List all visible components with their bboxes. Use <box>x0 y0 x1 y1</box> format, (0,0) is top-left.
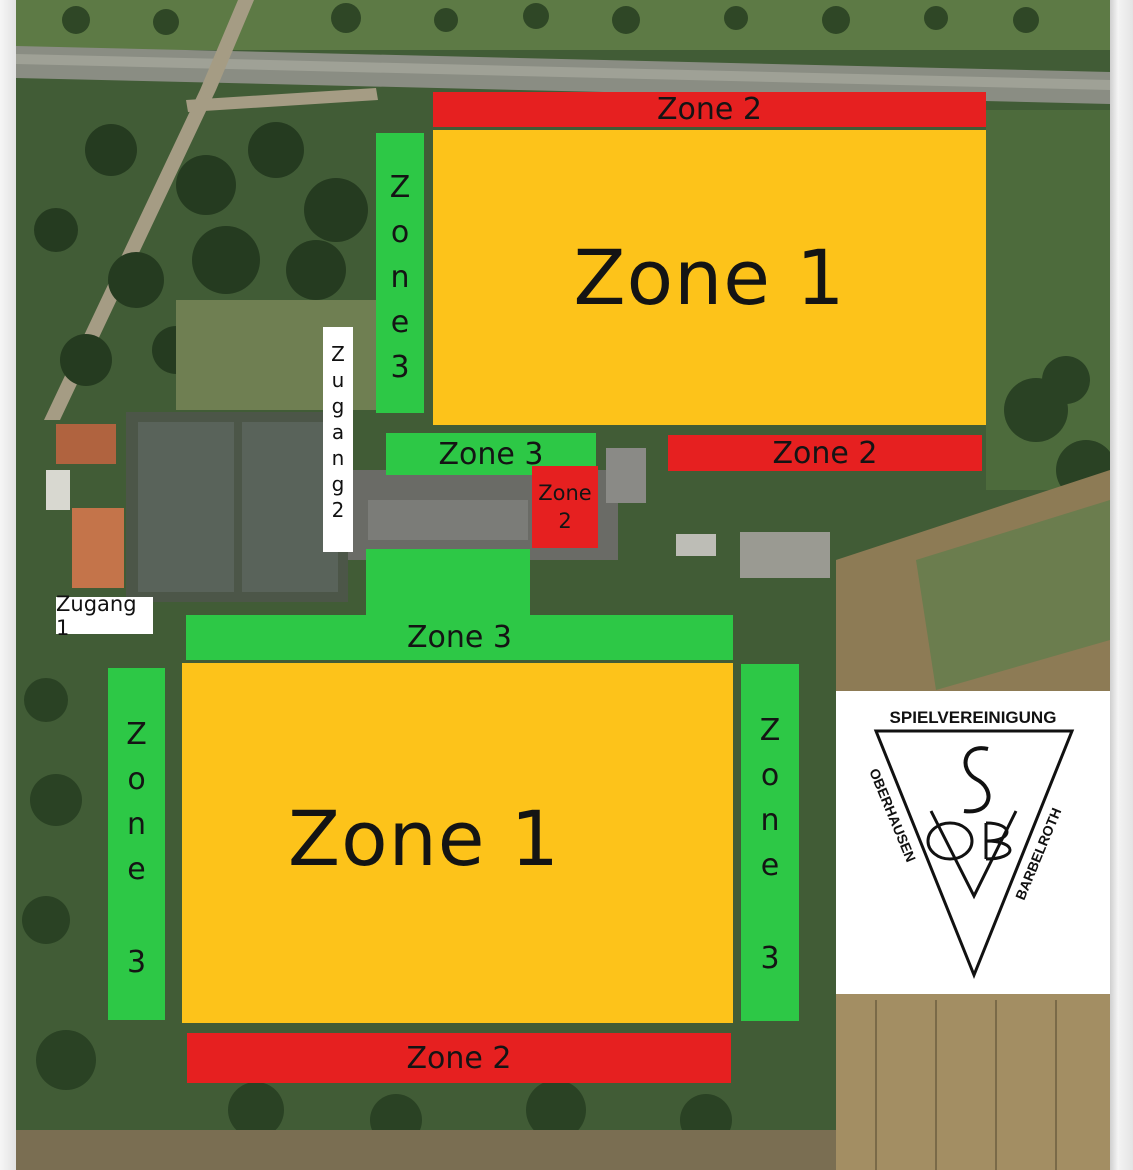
zone-label: Zone 3 <box>438 436 544 472</box>
zone-letter: e <box>760 848 780 883</box>
access-letter: g <box>331 472 345 496</box>
satellite-map: Zone 2 Zone 1 Z o n e 3 Zone 3 Zone 2 Zo… <box>16 0 1110 1170</box>
top-field-zone-1: Zone 1 <box>433 130 986 425</box>
logo-top-text: SPIELVEREINIGUNG <box>890 708 1057 727</box>
zone-letter: n <box>390 260 410 295</box>
zone-letter: Z <box>759 713 781 748</box>
bottom-field-zone-1: Zone 1 <box>182 663 733 1023</box>
zone-label: Zone 2 <box>772 435 878 471</box>
zone-label: Zone 2 <box>657 92 762 127</box>
club-logo: SPIELVEREINIGUNG OBERHAUSEN BARBELROTH <box>836 691 1110 994</box>
bottom-field-connector-zone-3 <box>366 549 530 619</box>
zone-letter: e <box>390 305 410 340</box>
zone-letter: Z <box>389 170 411 205</box>
zone-letter: 3 <box>760 941 780 976</box>
zone-letter: n <box>126 807 146 842</box>
left-page-edge <box>0 0 16 1170</box>
zone-letter: o <box>390 215 410 250</box>
zone-label: Zone 1 <box>288 793 560 883</box>
bottom-field-east-zone-3: Z o n e 3 <box>741 664 799 1021</box>
access-letter: g <box>331 394 345 418</box>
zone-letter: e <box>127 852 146 887</box>
zone-label: Zone 1 <box>573 233 846 322</box>
logo-right-text: BARBELROTH <box>1012 805 1064 902</box>
building-zone-2: Zone 2 <box>532 466 598 548</box>
svg-text:BARBELROTH: BARBELROTH <box>1012 805 1064 902</box>
access-zugang-1: Zugang 1 <box>56 592 153 640</box>
access-letter: n <box>331 446 345 470</box>
access-letter: 2 <box>331 498 345 522</box>
bottom-field-south-zone-2: Zone 2 <box>187 1033 731 1083</box>
club-logo-emblem: SPIELVEREINIGUNG OBERHAUSEN BARBELROTH <box>866 708 1075 980</box>
top-field-north-zone-2: Zone 2 <box>433 92 986 127</box>
zone-letter: n <box>760 803 780 838</box>
right-page-edge <box>1110 0 1133 1170</box>
access-label: Zugang 1 <box>56 591 137 640</box>
zone-letter: Z <box>126 717 147 752</box>
zone-letter: o <box>127 762 146 797</box>
top-field-southwest-zone-3: Zone 3 <box>386 433 596 475</box>
zone-label-line2: 2 <box>558 509 572 533</box>
zone-label: Zone 3 <box>407 620 512 655</box>
zone-letter: 3 <box>126 945 147 980</box>
zone-letter <box>741 888 799 936</box>
bottom-field-north-zone-3: Zone 3 <box>186 615 733 660</box>
zone-label: Zone 2 <box>406 1040 512 1076</box>
access-letter: u <box>331 368 345 392</box>
top-field-southeast-zone-2: Zone 2 <box>668 435 982 471</box>
zone-label-line1: Zone <box>538 481 592 505</box>
zone-letter: o <box>760 758 780 793</box>
top-field-west-zone-3: Z o n e 3 <box>376 133 424 413</box>
zone-letter <box>108 892 165 940</box>
bottom-field-west-zone-3: Z o n e 3 <box>108 668 165 1020</box>
access-letter: a <box>331 420 345 444</box>
access-letter: Z <box>331 342 345 366</box>
zone-letter: 3 <box>390 350 410 385</box>
access-zugang-2: Z u g a n g 2 <box>323 327 353 552</box>
